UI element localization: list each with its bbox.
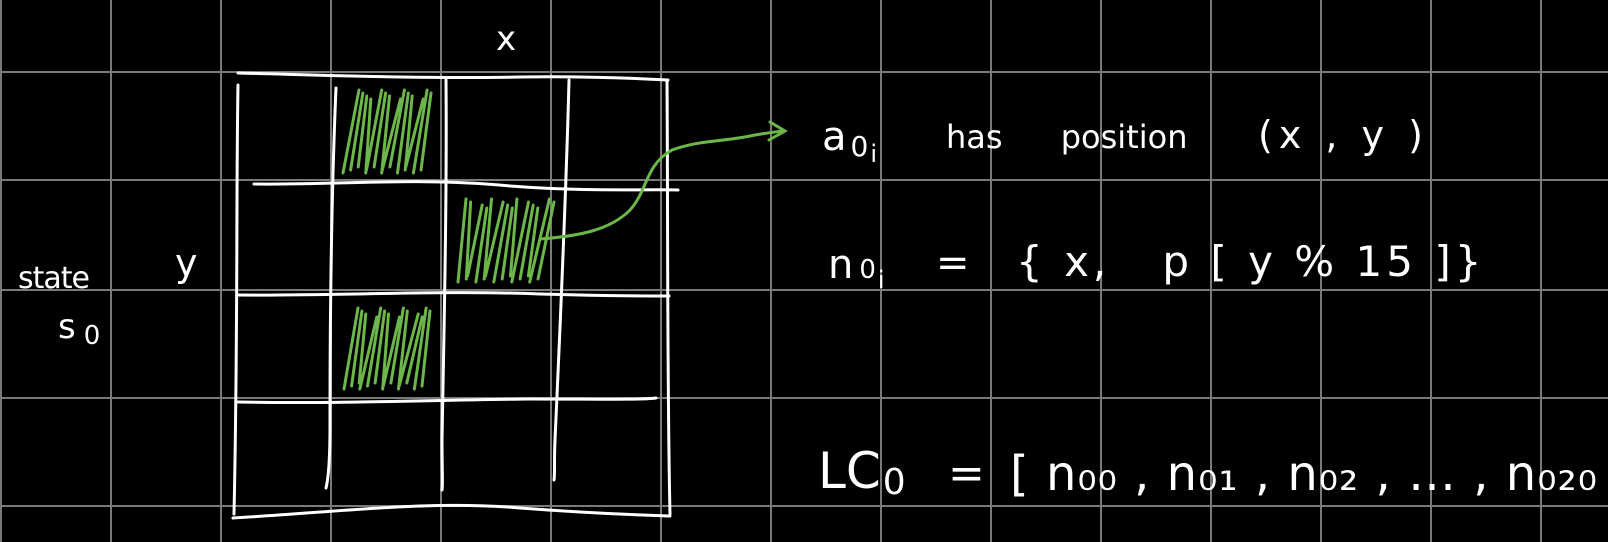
- hatched-cell: [341, 88, 433, 175]
- x-axis-label: x: [496, 19, 516, 59]
- local-context-symbol: LC0: [818, 442, 906, 503]
- grid-line-v2: [440, 78, 448, 492]
- y-axis-label: y: [175, 241, 198, 285]
- arrow-line: [538, 129, 785, 241]
- grid-border-bottom: [231, 503, 672, 520]
- hatched-cells: [341, 88, 556, 391]
- state-symbol-subscript: 0: [84, 321, 101, 351]
- local-context-rhs: [ n₀₀ , n₀₁ , n₀₂ , … , n₀₂₀ ]: [1010, 446, 1608, 502]
- agent-subscript-index: i: [870, 140, 877, 168]
- state-grid: [231, 71, 680, 520]
- grid-line-v3: [552, 78, 571, 482]
- observation-symbol-letter: n: [828, 242, 853, 288]
- state-label: state: [18, 261, 89, 296]
- grid-border-left: [232, 83, 240, 516]
- grid-line-h3: [236, 396, 658, 405]
- local-context-subscript: 0: [883, 462, 906, 503]
- grid-border-top: [236, 71, 670, 82]
- agent-subscript: 0: [851, 130, 869, 163]
- grid-border-right: [665, 78, 672, 516]
- equation-local-context: LC0 = [ n₀₀ , n₀₁ , n₀₂ , … , n₀₂₀ ]: [818, 442, 1608, 503]
- observation-rhs: { x, p [ y % 15 ]}: [1016, 237, 1485, 286]
- agent-symbol-letter: a: [822, 114, 847, 160]
- state-symbol-letter: s: [58, 307, 76, 347]
- grid-line-v1: [324, 86, 338, 490]
- observation-equals: =: [936, 240, 970, 286]
- grid-line-h2: [236, 291, 671, 298]
- hatched-cell: [342, 306, 432, 391]
- hatched-cell: [456, 197, 556, 284]
- pointer-arrow: [538, 120, 788, 241]
- observation-subscript: 0: [859, 255, 876, 285]
- observation-subscript-index: i: [878, 266, 885, 294]
- grid-line-h1: [252, 180, 680, 192]
- local-context-equals: =: [948, 448, 985, 499]
- position-text: has position: [946, 118, 1187, 156]
- arrow-head: [767, 120, 788, 142]
- position-tuple: (x , y ): [1258, 113, 1429, 157]
- local-context-letters: LC: [818, 442, 881, 500]
